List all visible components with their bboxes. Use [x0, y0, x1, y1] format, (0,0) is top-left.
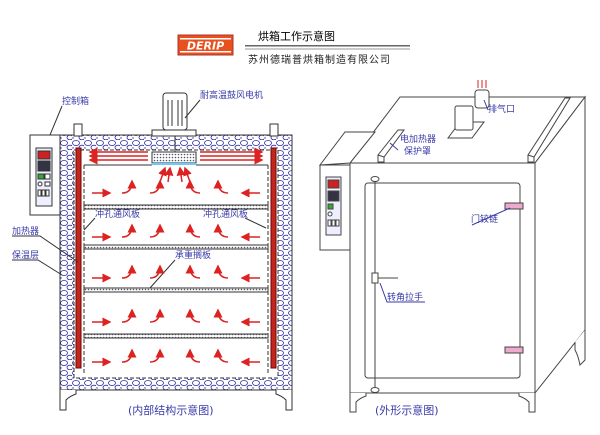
label-insulation: 保温层 [12, 249, 39, 261]
airflow-arrow [149, 264, 165, 279]
airflow-arrow [213, 308, 229, 323]
blower-motor [162, 92, 188, 131]
heater-terminal-left [73, 123, 83, 137]
leg-left [59, 390, 77, 411]
airflow-arrow [213, 348, 229, 363]
airflow-arrows [88, 147, 264, 367]
leader-shelf [149, 259, 176, 289]
leader-exhaust [483, 99, 489, 111]
airflow-arrow [164, 166, 174, 183]
airflow-arrow [185, 348, 201, 363]
airflow-arrow [185, 264, 201, 279]
company-name: 苏州德瑞普烘箱制造有限公司 [248, 53, 391, 66]
heater-left [75, 147, 82, 369]
exterior-motor [454, 105, 474, 131]
shelf [83, 244, 269, 250]
shelves [83, 204, 269, 339]
corner-handle [371, 272, 379, 284]
diagram-title: 烘箱工作示意图 [258, 29, 335, 43]
label-handle: 转角拉手 [387, 291, 423, 303]
heater-guard-left [377, 129, 405, 163]
door-hinge-bottom [504, 346, 524, 354]
exterior-oven [318, 80, 587, 413]
motor-base [151, 129, 197, 137]
leader-insulation [12, 259, 63, 276]
label-heater-guard-2: 保护罩 [404, 145, 431, 157]
label-vent-plate-right: 冲孔通风板 [203, 208, 248, 220]
airflow-arrow [121, 264, 137, 279]
shelf [83, 204, 269, 210]
control-panel-exterior [325, 176, 342, 236]
control-panel [35, 147, 53, 207]
airflow-arrow [149, 308, 165, 323]
ext-leg-back [574, 330, 586, 367]
airflow-arrow [149, 179, 165, 194]
ext-leg-right [518, 393, 536, 413]
airflow-arrow [121, 348, 137, 363]
leader-heater-guard [389, 142, 399, 151]
caption-interior: (内部结构示意图) [128, 403, 214, 417]
ext-leg-left [349, 393, 367, 413]
label-heater-guard: 电加热器 [400, 133, 436, 145]
inner-chamber [73, 149, 279, 379]
leader-handle [379, 282, 425, 303]
leg-right [275, 390, 293, 411]
airflow-arrow [149, 223, 165, 238]
leader-vent-left [83, 217, 96, 231]
heater-guard-right [527, 97, 571, 163]
label-shelf: 承重搁板 [175, 249, 211, 261]
label-control-box: 控制箱 [62, 95, 89, 107]
title-divider-2 [245, 48, 410, 50]
leader-control-box [49, 105, 63, 136]
airflow-arrow [213, 179, 229, 194]
control-cabinet-top [318, 131, 377, 166]
airflow-arrow [185, 308, 201, 323]
label-motor: 耐高温鼓风电机 [200, 89, 263, 101]
airflow-arrow [213, 264, 229, 279]
airflow-arrow [121, 223, 137, 238]
label-heater: 加热器 [12, 225, 39, 237]
airflow-arrow [213, 223, 229, 238]
airflow-arrow [185, 179, 201, 194]
airflow-arrow [121, 179, 137, 194]
airflow-arrow [121, 308, 137, 323]
leader-hinge [471, 207, 511, 226]
exhaust-port [474, 89, 490, 109]
caption-exterior: (外形示意图) [375, 403, 439, 417]
label-hinge: 门铰链 [471, 213, 498, 225]
heater-terminal-right [269, 123, 279, 137]
title-divider [245, 45, 410, 47]
logo: DERIP [177, 34, 234, 56]
fan-impeller [151, 151, 197, 164]
logo-text: DERIP [187, 40, 224, 53]
interior-oven [12, 92, 293, 411]
leader-motor [184, 99, 201, 119]
leader-heater [12, 235, 79, 263]
door-hinge-top [504, 202, 524, 210]
airflow-arrow [149, 348, 165, 363]
shelf [83, 287, 269, 293]
airflow-arrow [176, 166, 186, 183]
leader-vent-right [244, 217, 267, 229]
oven-door [364, 182, 521, 379]
heater-right [270, 147, 277, 369]
label-vent-plate-left: 冲孔通风板 [95, 208, 140, 220]
shelf [83, 333, 269, 339]
airflow-arrow [185, 223, 201, 238]
label-exhaust: 排气口 [488, 103, 515, 115]
